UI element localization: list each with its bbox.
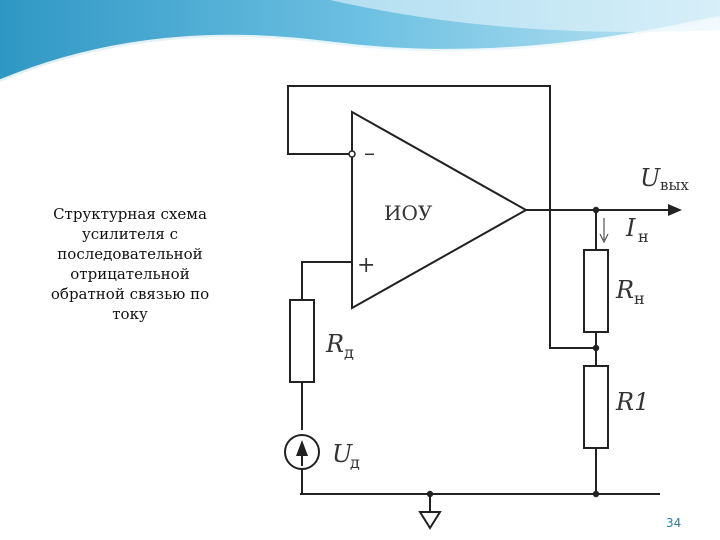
inverting-input-node (348, 150, 356, 158)
plus-sign: + (357, 253, 375, 278)
caption-line: отрицательной (70, 265, 190, 283)
feedback-node (592, 344, 600, 352)
load-resistor-label: R (615, 276, 634, 304)
source-arrow-icon (296, 440, 308, 456)
feedback-resistor-label: R1 (615, 388, 649, 416)
slide-caption: Структурная схема усилителя с последоват… (40, 204, 220, 324)
output-node (592, 206, 600, 214)
source-resistor-subscript: д (344, 343, 354, 362)
page-number: 34 (666, 516, 682, 530)
load-current-subscript: н (638, 227, 649, 246)
load-resistor-subscript: н (634, 289, 645, 308)
header-wave-banner (0, 0, 720, 85)
load-resistor (583, 249, 609, 333)
source-resistor (289, 299, 315, 383)
ground-symbol (418, 494, 442, 530)
plus-input-wire (301, 261, 352, 300)
caption-line: току (112, 305, 148, 323)
minus-sign: – (364, 141, 375, 166)
ground-node (426, 490, 434, 498)
caption-line: усилителя с (81, 225, 179, 243)
load-current-label: I (625, 214, 636, 242)
feedback-wire (287, 85, 596, 349)
current-arrow-icon (599, 218, 609, 244)
caption-line: Структурная схема (53, 205, 207, 223)
output-voltage-label: U (640, 164, 661, 192)
caption-line: последовательной (57, 245, 203, 263)
source-voltage-subscript: д (350, 453, 360, 472)
opamp-triangle (351, 110, 529, 310)
output-arrow-icon (668, 204, 682, 216)
output-voltage-subscript: вых (660, 176, 689, 194)
caption-line: обратной связью по (50, 285, 210, 303)
feedback-resistor-r1 (583, 365, 609, 449)
amplifier-label: ИОУ (384, 201, 433, 225)
circuit-diagram: – + ИОУ U вых I н R н R1 R д U д (284, 85, 689, 530)
source-voltage-label: U (332, 440, 353, 468)
source-resistor-label: R (325, 330, 344, 358)
rail-node (592, 490, 600, 498)
